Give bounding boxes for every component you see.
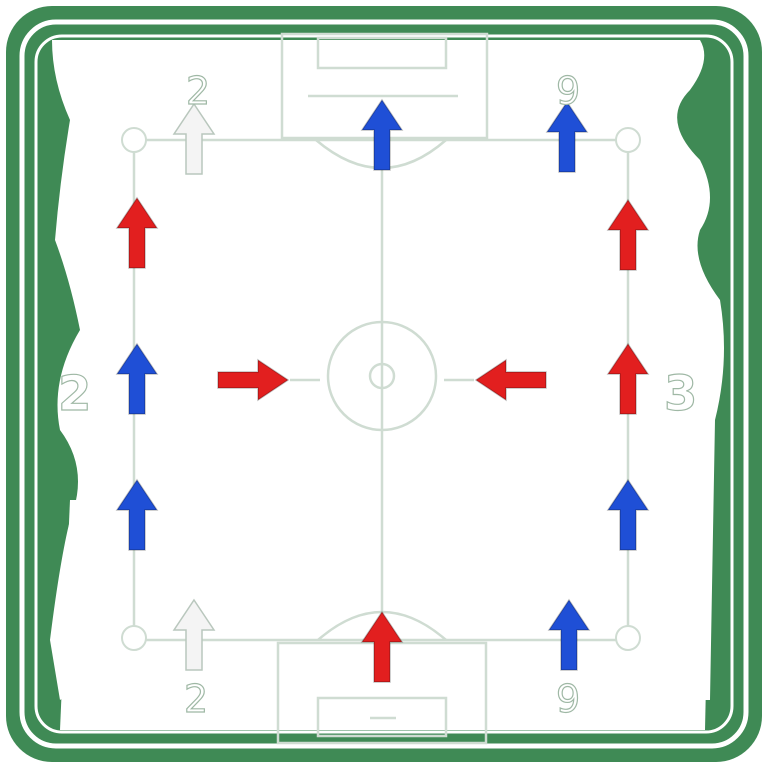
player-arrows	[115, 98, 650, 683]
center-spot	[368, 362, 396, 390]
cone-top-left	[121, 127, 147, 153]
field-area-lower	[60, 500, 710, 730]
white-player-arrow-bottom-left-corner	[172, 598, 216, 671]
frame-inner-line	[19, 19, 749, 749]
top-right-label: 9	[556, 69, 580, 113]
top-left-label: 2	[186, 69, 210, 113]
bottom-left-label: 2	[184, 677, 208, 721]
blue-player-arrow-bottom-right-corner	[547, 598, 591, 671]
top-goal-area	[316, 36, 448, 70]
right-side-label: 3	[664, 366, 697, 422]
red-player-arrow-bottom-center	[360, 610, 404, 683]
cone-bottom-right	[615, 625, 641, 651]
center-circle	[326, 320, 438, 432]
red-player-arrow-left-upper	[115, 196, 159, 269]
red-player-arrow-center-left	[217, 358, 290, 402]
white-player-arrow-top-left-corner	[172, 102, 216, 175]
red-player-arrow-right-middle	[606, 342, 650, 415]
blue-player-arrow-left-middle	[115, 342, 159, 415]
blue-player-arrow-right-lower	[606, 478, 650, 551]
blue-player-arrow-left-lower	[115, 478, 159, 551]
cone-bottom-left	[121, 625, 147, 651]
cone-top-right	[615, 127, 641, 153]
left-side-label: 2	[58, 366, 91, 422]
bottom-goal-area	[316, 696, 448, 738]
frame-inner-line-2	[34, 34, 734, 734]
blue-player-arrow-top-center	[360, 98, 404, 171]
red-player-arrow-right-upper	[606, 198, 650, 271]
blue-player-arrow-top-right-corner	[545, 100, 589, 173]
red-player-arrow-center-right	[474, 358, 547, 402]
bottom-right-label: 9	[556, 677, 580, 721]
